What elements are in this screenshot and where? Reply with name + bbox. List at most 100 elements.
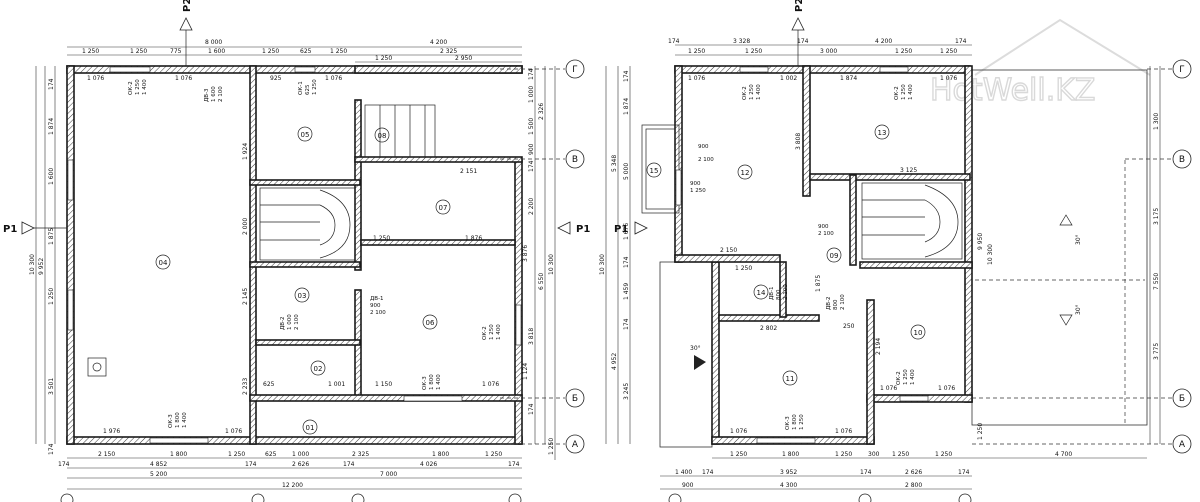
room-09: 09 [830, 252, 839, 260]
wall2-v-stair [849, 174, 857, 266]
porch-roof [659, 261, 713, 448]
wall2-h-stair [809, 173, 971, 181]
dim2-t1-3: 4 200 [875, 38, 892, 45]
wall2-v-mid [802, 65, 811, 197]
rooms-plan1: 04 05 08 07 03 06 02 01 [155, 126, 451, 435]
dim2-b2-0: 1 400 [675, 469, 692, 476]
dim2-b3-2: 2 800 [905, 482, 922, 489]
dim-t1-4: 1 250 [262, 48, 279, 55]
label-dv1-h: 2 100 [370, 310, 386, 316]
room-12: 12 [741, 169, 750, 177]
dim2-i-9: 2 194 [875, 338, 882, 355]
label-dv2-w: 1 000 [287, 314, 293, 330]
wall-bottom [66, 436, 523, 445]
wall-top-right [354, 65, 523, 74]
label2-ok2-b-h: 1 400 [908, 84, 914, 100]
dim2-t2-4: 1 250 [940, 48, 957, 55]
label2-ok3: ОК-3 [785, 416, 791, 430]
dim-b2-4: 174 [343, 461, 355, 468]
label2-ok3-w: 1 800 [792, 414, 798, 430]
dim2-i-14: 250 [843, 323, 855, 330]
dim-l-3: 1 875 [48, 228, 55, 245]
section-p2-top-2: P2 [794, 0, 805, 12]
room-13: 13 [878, 129, 887, 137]
dim-l-2: 1 600 [48, 168, 55, 185]
room-01: 01 [306, 424, 315, 432]
dim-b3-0: 5 200 [150, 471, 167, 478]
wall-interior-h3 [249, 261, 361, 268]
dim2-i-0: 1 076 [688, 75, 705, 82]
dim2-l-5: 174 [623, 256, 630, 268]
label2-ok3-h: 1 250 [799, 414, 805, 430]
label-dv3: ДВ-3 [204, 88, 210, 102]
dim-r-5: 2 200 [528, 198, 535, 215]
dim-t1-7: 2 325 [440, 48, 457, 55]
label-ok3-a-w: 1 800 [175, 412, 181, 428]
dim2-i-11: 1 076 [880, 385, 897, 392]
label2-dv2-b-w: 900 [818, 224, 829, 230]
axis-v-2: В [1179, 155, 1185, 165]
dim-b2-2: 174 [245, 461, 257, 468]
room-06: 06 [426, 319, 435, 327]
dim-b1-7: 1 250 [485, 451, 502, 458]
label2-ok2-a: ОК-2 [742, 86, 748, 100]
dim-r-3: 900 [528, 143, 535, 155]
section-p2-top-1: P2 [182, 0, 193, 12]
dim-b1-6: 1 800 [432, 451, 449, 458]
label-dv1-w: 900 [370, 303, 381, 309]
wall2-h-mid [674, 254, 781, 263]
room-10: 10 [914, 329, 923, 337]
dim-i-17: 1 976 [103, 428, 120, 435]
dim2-r-3: 3 775 [1153, 343, 1160, 360]
dim2-t1-4: 174 [955, 38, 967, 45]
dim2-i-15: 1 875 [815, 275, 822, 292]
section-markers-plan1: P2 P1 P1 [3, 0, 590, 235]
dim2-i-5: 3 808 [795, 133, 802, 150]
section-p1-left-1: P1 [3, 224, 17, 235]
section-p1-left-2: P1 [614, 224, 628, 235]
wall-interior-h5 [249, 394, 523, 402]
dim2-l-9: 3 245 [623, 383, 630, 400]
wall2-right-lower [866, 299, 875, 445]
dim-i-10: 1 876 [465, 235, 482, 242]
dim-b2-6: 174 [508, 461, 520, 468]
label2-dv2-c-h: 2 100 [840, 294, 846, 310]
label-ok1-w: 625 [305, 84, 311, 95]
dims-right-plan1: 174 1 000 1 500 900 174 2 200 3 876 3 81… [522, 66, 556, 460]
label2-dv1-w: 800 [776, 289, 782, 300]
dim-l-1: 1 874 [48, 118, 55, 135]
dim-t2-1: 4 200 [430, 39, 447, 46]
wall-interior-h4 [360, 239, 516, 246]
dims-right-plan2: 1 300 3 175 7 550 3 775 1 250 10 300 9 9… [977, 66, 1161, 444]
axis-a-1: А [572, 440, 579, 450]
dim2-r-0: 1 300 [1153, 113, 1160, 130]
dim2-i-6: 2 150 [720, 247, 737, 254]
dim-r-total-1: 6 550 [538, 273, 545, 290]
label-dv3-h: 2 100 [218, 86, 224, 102]
opening-labels-plan1: ОК-2 1 250 1 400 ДВ-3 1 600 2 100 ОК-1 6… [128, 79, 502, 428]
axis-g-2: Г [1179, 65, 1185, 75]
dim-l-0: 174 [48, 78, 55, 90]
label-ok2-a: ОК-2 [128, 81, 134, 95]
label2-dv2-b-h: 2 100 [818, 231, 834, 237]
dim2-b1-2: 1 250 [835, 451, 852, 458]
dim2-l-4: 1 676 [623, 223, 630, 240]
room-02: 02 [314, 365, 323, 373]
watermark: HotWell.KZ [929, 18, 1151, 109]
staircase-plan2 [861, 182, 963, 260]
windows-plan2 [675, 66, 929, 444]
label2-dv2-a-w: 900 [698, 144, 709, 150]
dim2-i-7: 1 250 [735, 265, 752, 272]
dim2-b2-4: 2 626 [905, 469, 922, 476]
dim2-b3-0: 900 [682, 482, 694, 489]
dim2-t2-3: 1 250 [895, 48, 912, 55]
label-ok3-a-h: 1 400 [182, 412, 188, 428]
dim-l-total-a: 10 300 [29, 254, 36, 275]
dim-b2-1: 4 852 [150, 461, 167, 468]
axis-a-2: А [1179, 440, 1186, 450]
wall2-v-bath [779, 261, 787, 318]
room-03: 03 [298, 292, 307, 300]
wall-interior-v1 [249, 65, 257, 445]
dim2-l-8: 4 952 [611, 353, 618, 370]
